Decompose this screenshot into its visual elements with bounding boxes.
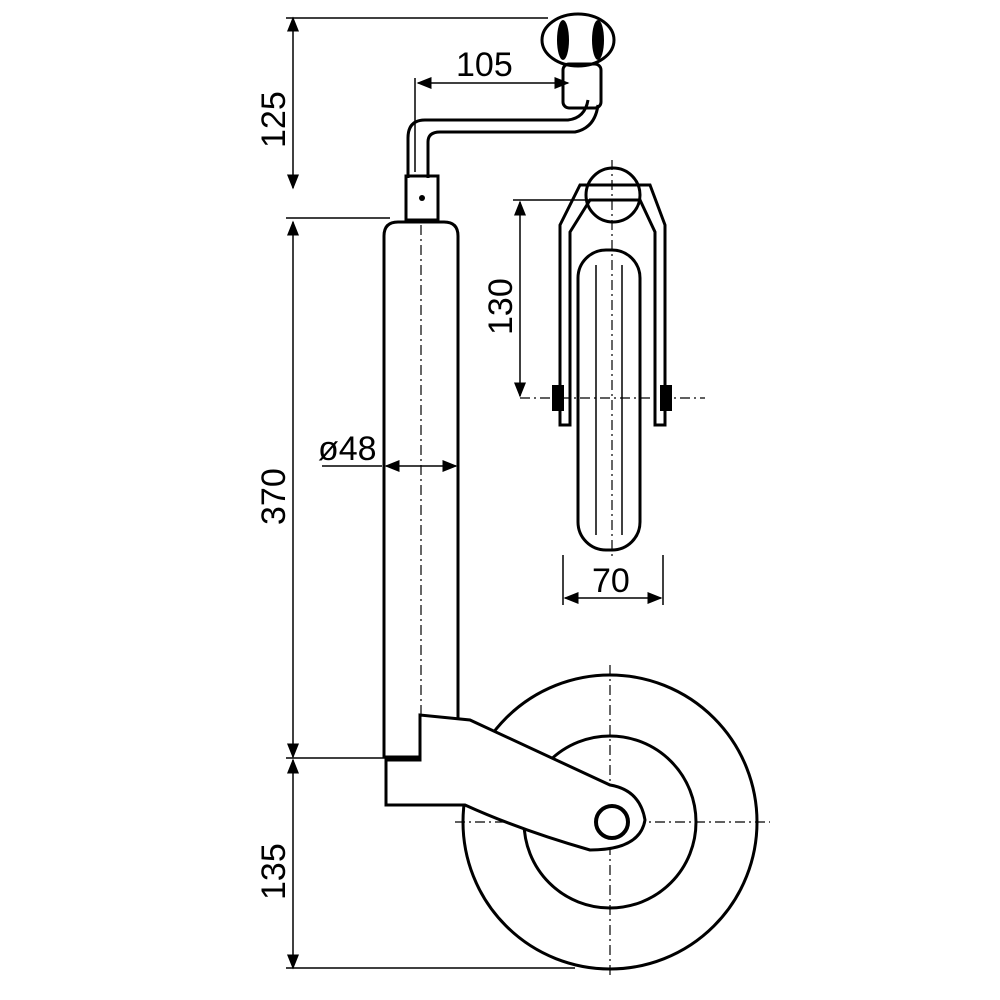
dim-crank-offset: 105 [456,46,513,84]
front-view-wheel [520,160,705,560]
crank-handle [404,12,616,222]
dim-tube-length: 370 [255,468,293,525]
support-tube [382,220,460,800]
dim-wheel-height: 135 [255,843,293,900]
dim-tube-diameter: ø48 [318,430,377,468]
dim-wheel-width: 70 [592,562,630,600]
dim-fork-height: 130 [482,278,520,335]
side-wheel [384,665,770,975]
dim-crank-height: 125 [255,91,293,148]
vertical-dimension-chain [286,16,575,970]
